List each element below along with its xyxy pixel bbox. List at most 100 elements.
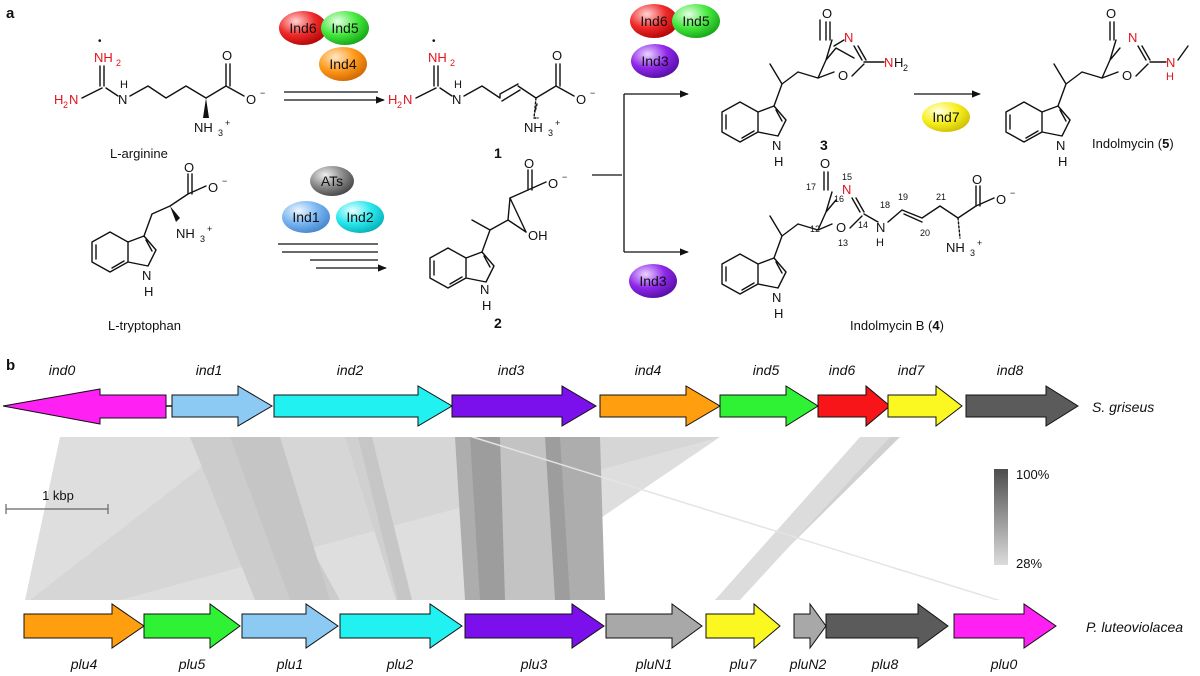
atom-label: O	[552, 48, 562, 63]
svg-text:H: H	[388, 92, 397, 107]
svg-text:−: −	[562, 172, 567, 182]
charge-plus: +	[225, 118, 230, 128]
atom-label: O	[838, 68, 848, 83]
gene-label: pluN2	[789, 656, 827, 672]
top-gene-cluster	[2, 384, 1079, 428]
atom-label: H	[54, 92, 63, 107]
atom-number: 21	[936, 192, 946, 202]
svg-text:+: +	[977, 238, 982, 248]
gene-ind5	[719, 385, 819, 427]
gene-ind0	[2, 388, 167, 425]
compound-number-3: 3	[820, 137, 828, 153]
enzyme-label: ATs	[321, 173, 343, 189]
atom-label: O	[972, 172, 982, 187]
atom-number: 20	[920, 228, 930, 238]
panel-b-label: b	[6, 357, 15, 374]
atom-label: O	[576, 92, 586, 107]
indolmycin-structure: N H O N O N H Indolmycin (5)	[1005, 6, 1189, 169]
atom-label: NH	[176, 226, 195, 241]
gene-label: ind0	[49, 362, 76, 378]
atom-number: 17	[806, 182, 816, 192]
atom-label: N	[452, 92, 461, 107]
gene-label: ind4	[635, 362, 662, 378]
enzyme-ats	[310, 166, 354, 196]
gene-plu0	[953, 603, 1057, 649]
gene-label: plu7	[729, 656, 758, 672]
enzyme-ind6	[630, 4, 678, 38]
compound-1-structure: • NH 2 H 2 N N H O O − NH 3 + 1	[388, 36, 595, 161]
enzyme-label: Ind2	[346, 209, 373, 225]
enzyme-ind7	[922, 102, 970, 132]
identity-max-label: 100%	[1016, 467, 1050, 482]
svg-text:2: 2	[397, 100, 402, 110]
gene-plun2	[793, 602, 827, 650]
gene-label: ind1	[196, 362, 222, 378]
gene-ind2	[273, 385, 453, 427]
gene-label: ind8	[997, 362, 1024, 378]
gene-ind1	[171, 385, 273, 427]
atom-label: O	[548, 176, 558, 191]
label-indolmycin-b: Indolmycin B (4)	[850, 318, 944, 333]
svg-text:Ind5: Ind5	[682, 13, 709, 29]
gene-label: plu4	[70, 656, 98, 672]
arginine-structure: NH 2 • H 2 N N H O O − NH 3 + L-arginine	[54, 36, 265, 161]
identity-min-label: 28%	[1016, 556, 1042, 571]
atom-label: H	[482, 298, 491, 313]
gene-plun1	[605, 603, 703, 649]
enzyme-group-2: ATs Ind1 Ind2	[282, 166, 384, 233]
atom-subscript: 2	[63, 100, 68, 110]
species-top: S. griseus	[1092, 399, 1154, 415]
atom-label: OH	[528, 228, 548, 243]
compound-3-structure: N H O N O N H 2 3	[721, 6, 908, 169]
atom-label: N	[142, 268, 151, 283]
gene-plu1	[241, 603, 339, 649]
gene-plu4	[23, 603, 145, 649]
atom-label: H	[454, 79, 462, 91]
atom-subscript: 3	[218, 128, 223, 138]
svg-text:3: 3	[548, 128, 553, 138]
gene-plu3	[464, 603, 605, 649]
gene-label: plu2	[386, 656, 414, 672]
enzyme-label: Ind6	[289, 20, 316, 36]
svg-text:−: −	[222, 176, 227, 186]
svg-text:2: 2	[450, 58, 455, 68]
bottom-gene-cluster	[23, 602, 1057, 650]
atom-label: O	[208, 180, 218, 195]
svg-text:Ind6: Ind6	[640, 13, 667, 29]
svg-text:H: H	[876, 237, 884, 249]
gene-label: ind5	[753, 362, 780, 378]
species-bottom: P. luteoviolacea	[1086, 619, 1183, 635]
atom-number: 16	[834, 194, 844, 204]
gene-label: plu0	[990, 656, 1018, 672]
gene-plu7	[705, 602, 781, 650]
svg-text:N: N	[772, 290, 781, 305]
atom-label: O	[1106, 6, 1116, 21]
svg-text:Ind3: Ind3	[641, 53, 668, 69]
atom-number: 15	[842, 172, 852, 182]
gene-plu2	[339, 603, 463, 649]
compound-2-structure: N H O O − OH 2	[429, 156, 567, 331]
svg-text:−: −	[1010, 188, 1015, 198]
atom-label: H	[144, 284, 153, 299]
enzyme-ind4	[319, 47, 367, 81]
atom-label: O	[822, 6, 832, 21]
gene-label: plu1	[276, 656, 303, 672]
tryptophan-structure: N H O O − NH 3 + L-tryptophan	[91, 160, 227, 333]
atom-label: O	[222, 48, 232, 63]
atom-label: O	[820, 156, 830, 171]
panel-a-label: a	[6, 5, 15, 22]
atom-label: H	[774, 154, 783, 169]
scale-bar: 1 kbp	[5, 488, 109, 514]
atom-label: N	[844, 30, 853, 45]
enzyme-group-1: Ind6 Ind5 Ind4	[279, 11, 369, 81]
svg-text:3: 3	[970, 248, 975, 258]
gene-plu8	[825, 603, 949, 649]
atom-number: 18	[880, 200, 890, 210]
atom-label: N	[118, 92, 127, 107]
atom-label: NH	[428, 50, 447, 65]
atom-label: O	[836, 220, 846, 235]
gene-ind3	[451, 385, 597, 427]
enzyme-label: Ind1	[292, 209, 319, 225]
svg-text:•: •	[432, 36, 436, 47]
